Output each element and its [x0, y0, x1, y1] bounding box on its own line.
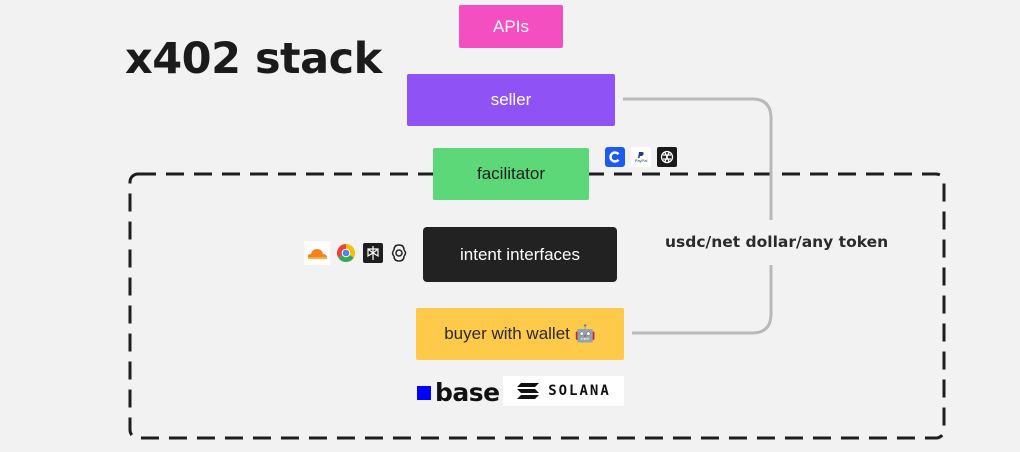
token-connector-label: usdc/net dollar/any token: [665, 233, 889, 251]
seller-node: seller: [407, 74, 615, 126]
base-square-icon: [417, 385, 431, 400]
paypal-text: PayPal: [634, 158, 648, 163]
solana-logo-text: SOLANA: [548, 383, 611, 399]
openai-like-icon: [657, 147, 677, 167]
base-logo: base: [417, 378, 500, 407]
cloudflare-icon: [304, 241, 330, 265]
diagram-title: x402 stack: [125, 34, 382, 84]
base-logo-text: base: [435, 378, 500, 407]
seller-connector-line: [623, 97, 773, 220]
coinbase-icon: [605, 147, 625, 167]
openai-icon: [389, 243, 409, 263]
paypal-icon: PayPal: [631, 147, 651, 167]
perplexity-icon: [363, 243, 383, 263]
chrome-icon: [336, 243, 356, 263]
solana-logo: SOLANA: [503, 376, 624, 406]
buyer-connector-line: [632, 265, 773, 335]
solana-icon: [517, 383, 540, 399]
intent-interfaces-node: intent interfaces: [423, 227, 617, 282]
facilitator-node: facilitator: [433, 148, 589, 200]
buyer-wallet-node: buyer with wallet 🤖: [416, 308, 624, 360]
apis-node: APIs: [459, 5, 563, 48]
